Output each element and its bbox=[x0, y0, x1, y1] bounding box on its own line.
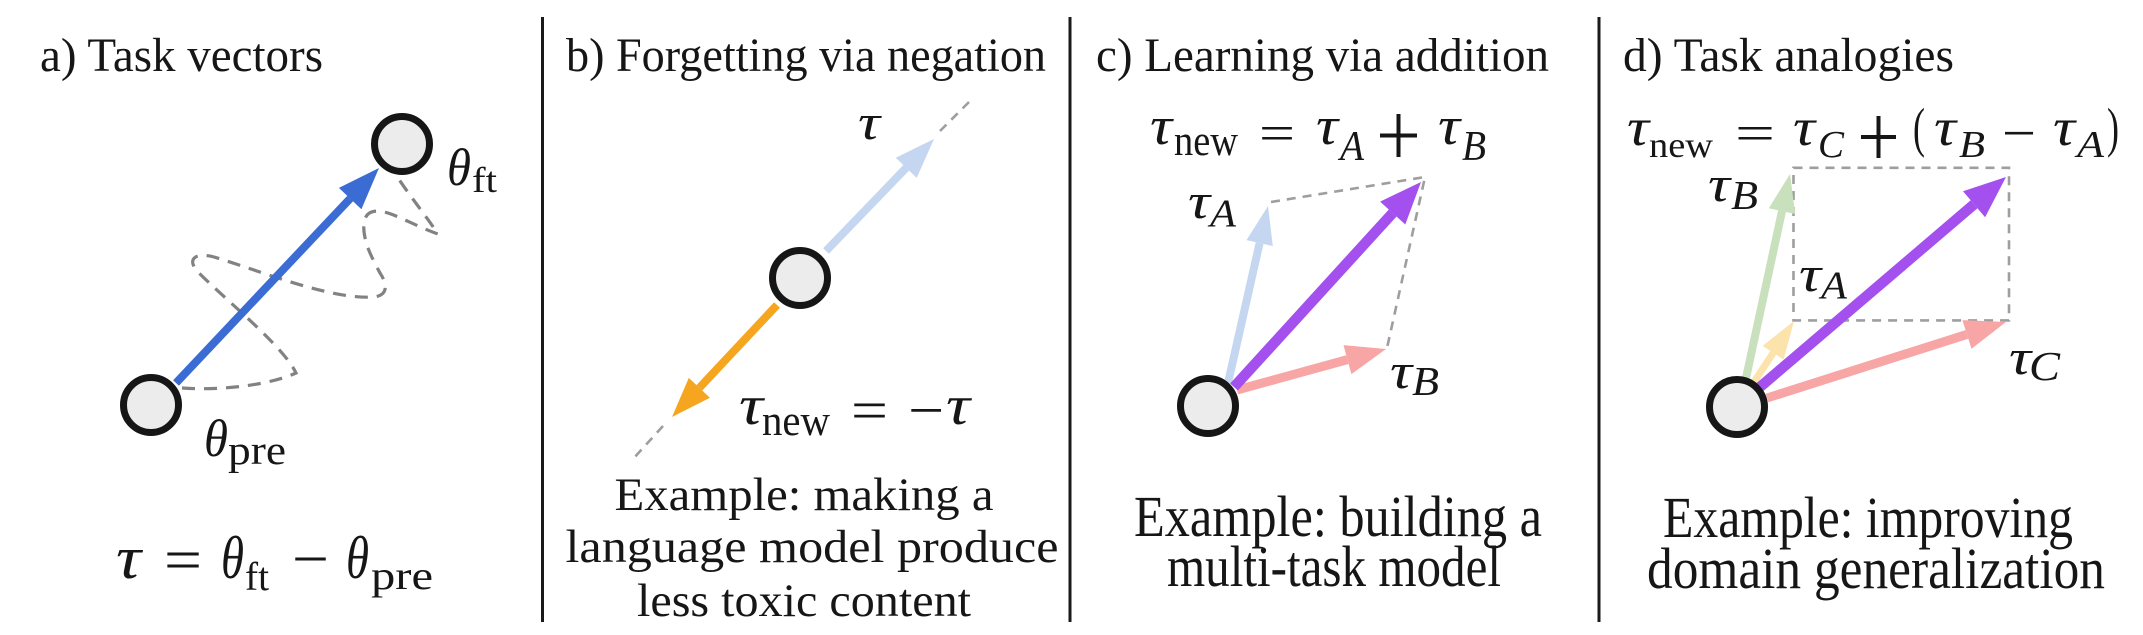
svg-text:τ: τ bbox=[1188, 173, 1213, 229]
svg-text:A: A bbox=[1207, 192, 1236, 235]
svg-text:multi-task model: multi-task model bbox=[1167, 534, 1501, 599]
svg-text:pre: pre bbox=[228, 427, 286, 473]
svg-text:τ: τ bbox=[2053, 99, 2077, 157]
svg-text:=: = bbox=[164, 527, 202, 593]
svg-text:domain generalization: domain generalization bbox=[1647, 536, 2105, 601]
svg-text:C: C bbox=[2029, 343, 2061, 389]
svg-text:new: new bbox=[1174, 118, 1238, 165]
svg-text:Example: making a: Example: making a bbox=[615, 469, 994, 521]
svg-text:τ: τ bbox=[1627, 99, 1651, 157]
svg-text:a) Task vectors: a) Task vectors bbox=[40, 29, 323, 82]
svg-text:τ: τ bbox=[1934, 99, 1958, 157]
svg-text:C: C bbox=[1818, 124, 1845, 166]
svg-text:θ: θ bbox=[204, 410, 228, 468]
svg-text:less toxic content: less toxic content bbox=[637, 575, 971, 627]
svg-text:τ: τ bbox=[1390, 343, 1415, 399]
svg-text:B: B bbox=[1731, 172, 1758, 218]
svg-text:τ: τ bbox=[858, 94, 883, 150]
svg-text:A: A bbox=[1818, 264, 1847, 307]
svg-text:d) Task analogies: d) Task analogies bbox=[1623, 29, 1954, 82]
svg-text:language model produce: language model produce bbox=[566, 521, 1059, 573]
svg-text:ft: ft bbox=[245, 554, 269, 599]
svg-text:τ: τ bbox=[946, 375, 972, 437]
svg-text:τ: τ bbox=[1438, 96, 1462, 156]
svg-text:B: B bbox=[1959, 124, 1985, 166]
svg-text:θ: θ bbox=[221, 525, 244, 591]
svg-text:Example: building a: Example: building a bbox=[1134, 484, 1542, 549]
svg-text:=: = bbox=[1259, 106, 1295, 162]
svg-text:τ: τ bbox=[1316, 96, 1340, 156]
svg-text:τ: τ bbox=[1708, 156, 1733, 212]
svg-text:B: B bbox=[1412, 358, 1439, 404]
svg-text:c) Learning via addition: c) Learning via addition bbox=[1096, 29, 1549, 82]
svg-text:θ: θ bbox=[447, 139, 471, 197]
svg-text:=: = bbox=[1735, 106, 1775, 162]
svg-text:A: A bbox=[2074, 124, 2105, 166]
svg-text:τ: τ bbox=[116, 525, 144, 591]
svg-text:): ) bbox=[2107, 97, 2119, 158]
svg-text:θ: θ bbox=[346, 525, 369, 591]
svg-text:B: B bbox=[1462, 124, 1486, 170]
svg-text:A: A bbox=[1337, 124, 1364, 170]
svg-text:τ: τ bbox=[1793, 99, 1817, 157]
svg-text:τ: τ bbox=[739, 375, 765, 437]
svg-text:τ: τ bbox=[1799, 246, 1824, 302]
svg-text:(: ( bbox=[1913, 97, 1925, 158]
svg-text:−: − bbox=[908, 380, 944, 442]
svg-text:new: new bbox=[1649, 125, 1713, 165]
svg-text:b) Forgetting via negation: b) Forgetting via negation bbox=[566, 29, 1046, 82]
svg-text:ft: ft bbox=[472, 160, 497, 200]
svg-text:pre: pre bbox=[371, 553, 433, 598]
svg-text:τ: τ bbox=[2009, 329, 2034, 385]
svg-text:−: − bbox=[292, 526, 329, 592]
svg-text:−: − bbox=[2002, 106, 2036, 162]
svg-text:τ: τ bbox=[1150, 96, 1174, 156]
svg-text:=: = bbox=[851, 380, 888, 442]
svg-text:Example: improving: Example: improving bbox=[1663, 485, 2073, 550]
svg-text:new: new bbox=[762, 398, 830, 445]
